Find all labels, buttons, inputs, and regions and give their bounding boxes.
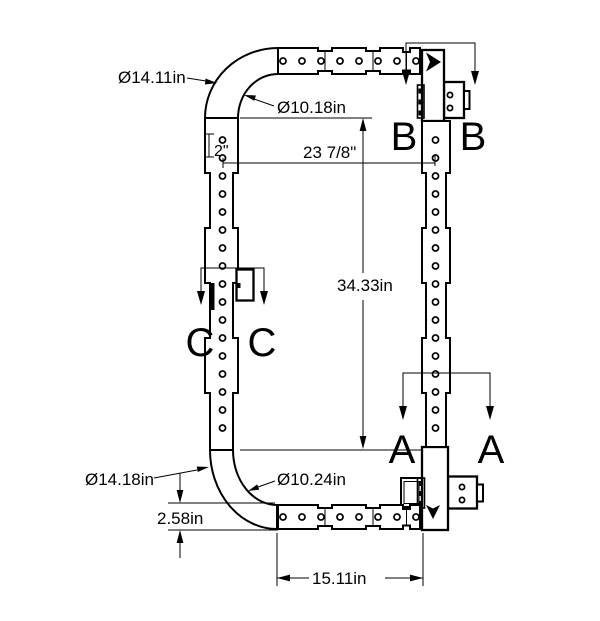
- section-a-arrow-right: [486, 406, 494, 420]
- section-c-cut-line: [197, 267, 268, 305]
- bottom-tube: [277, 504, 421, 530]
- dim-width-23-78: [222, 155, 436, 168]
- dim-label-width: 23 7/8": [303, 143, 356, 162]
- dim-tube-height: [168, 473, 278, 558]
- top-backing-plate: [416, 84, 425, 119]
- rivet-hole: [374, 513, 382, 521]
- bracket-holes: [446, 91, 466, 504]
- rivet-hole: [218, 136, 227, 144]
- dim-label-bottom-length: 15.11in: [312, 569, 367, 588]
- rivet-hole: [431, 352, 440, 360]
- rivet-hole: [374, 57, 382, 65]
- bottom-right-corner-block: [416, 445, 450, 532]
- dim-bottom-length: [276, 533, 424, 586]
- section-a-cut-line: [399, 372, 494, 420]
- mid-backing-plate: [210, 283, 215, 310]
- leader-top-inner-diameter: [244, 95, 275, 107]
- top-tube: [277, 47, 421, 75]
- rivet-hole: [431, 262, 440, 270]
- leader-top-outer-diameter: [186, 77, 217, 85]
- rivet-hole: [298, 513, 306, 521]
- tube-holes: [218, 57, 440, 521]
- rivet-hole: [355, 513, 363, 521]
- rivet-hole: [317, 513, 325, 521]
- section-c-arrow-right: [260, 291, 268, 305]
- section-label-b-left: B: [391, 115, 418, 159]
- dim-label-bottom-outer-diameter: Ø14.18in: [85, 470, 154, 489]
- rivet-hole: [218, 226, 227, 234]
- rivet-hole: [279, 57, 287, 65]
- rivet-hole: [218, 172, 227, 180]
- rivet-hole: [336, 57, 344, 65]
- rivet-hole: [218, 334, 227, 342]
- rivet-hole: [218, 352, 227, 360]
- leader-bottom-inner-diameter: [248, 480, 276, 491]
- rivet-hole: [218, 244, 227, 252]
- dim-hole-spacing: [204, 133, 214, 158]
- bottom-right-receiver-bracket: [446, 475, 484, 510]
- section-b-arrow-right: [471, 71, 479, 85]
- rivet-hole: [431, 370, 440, 378]
- dim-height-34-33: [240, 117, 421, 451]
- dim-label-height: 34.33in: [337, 276, 393, 295]
- section-b-arrow-left: [402, 71, 410, 85]
- rivet-hole: [431, 334, 440, 342]
- top-right-receiver-bracket: [442, 80, 471, 120]
- rivet-hole: [218, 406, 227, 414]
- top-right-corner-block: [416, 48, 446, 123]
- rivet-hole: [431, 298, 440, 306]
- rivet-hole: [218, 424, 227, 432]
- section-label-a-right: A: [478, 428, 505, 472]
- rivet-hole: [298, 57, 306, 65]
- rivet-hole: [218, 370, 227, 378]
- bottom-corner-chevron: [426, 505, 440, 519]
- dim-label-top-inner-diameter: Ø10.18in: [277, 98, 346, 117]
- top-corner-chevron: [426, 52, 441, 72]
- dim-label-hole-spacing: 2": [214, 143, 229, 160]
- rivet-hole: [336, 513, 344, 521]
- rivet-hole: [218, 280, 227, 288]
- dim-label-bottom-inner-diameter: Ø10.24in: [277, 470, 346, 489]
- rivet-hole: [431, 280, 440, 288]
- rivet-hole: [431, 406, 440, 414]
- leader-bottom-outer-diameter: [153, 466, 209, 479]
- section-b-cut-line: [402, 42, 479, 85]
- rivet-hole: [412, 57, 420, 65]
- section-a-arrow-left: [399, 406, 407, 420]
- rivet-hole: [431, 244, 440, 252]
- dim-label-top-outer-diameter: Ø14.11in: [118, 68, 186, 87]
- bottom-tube-joints: [324, 508, 407, 526]
- rivet-hole: [218, 190, 227, 198]
- rivet-hole: [355, 57, 363, 65]
- rivet-hole: [393, 513, 401, 521]
- bottom-left-elbow-tube: [208, 449, 278, 531]
- section-c-arrow-left: [197, 291, 205, 305]
- rivet-hole: [317, 57, 325, 65]
- rivet-hole: [431, 424, 440, 432]
- rivet-hole: [393, 57, 401, 65]
- rivet-hole: [431, 172, 440, 180]
- section-label-b-right: B: [460, 115, 487, 159]
- rivet-hole: [279, 513, 287, 521]
- section-label-c-left: C: [186, 321, 215, 365]
- dim-label-tube-height: 2.58in: [157, 509, 203, 528]
- left-tube-mid-bracket: [210, 268, 255, 310]
- rivet-hole: [218, 298, 227, 306]
- rivet-hole: [431, 388, 440, 396]
- rivet-hole: [431, 226, 440, 234]
- rivet-hole: [218, 208, 227, 216]
- section-label-c-right: C: [248, 321, 277, 365]
- rivet-hole: [431, 316, 440, 324]
- rivet-hole: [431, 136, 440, 144]
- rivet-hole: [218, 316, 227, 324]
- rivet-hole: [218, 388, 227, 396]
- rivet-hole: [412, 513, 420, 521]
- rivet-hole: [431, 208, 440, 216]
- rivet-hole: [431, 190, 440, 198]
